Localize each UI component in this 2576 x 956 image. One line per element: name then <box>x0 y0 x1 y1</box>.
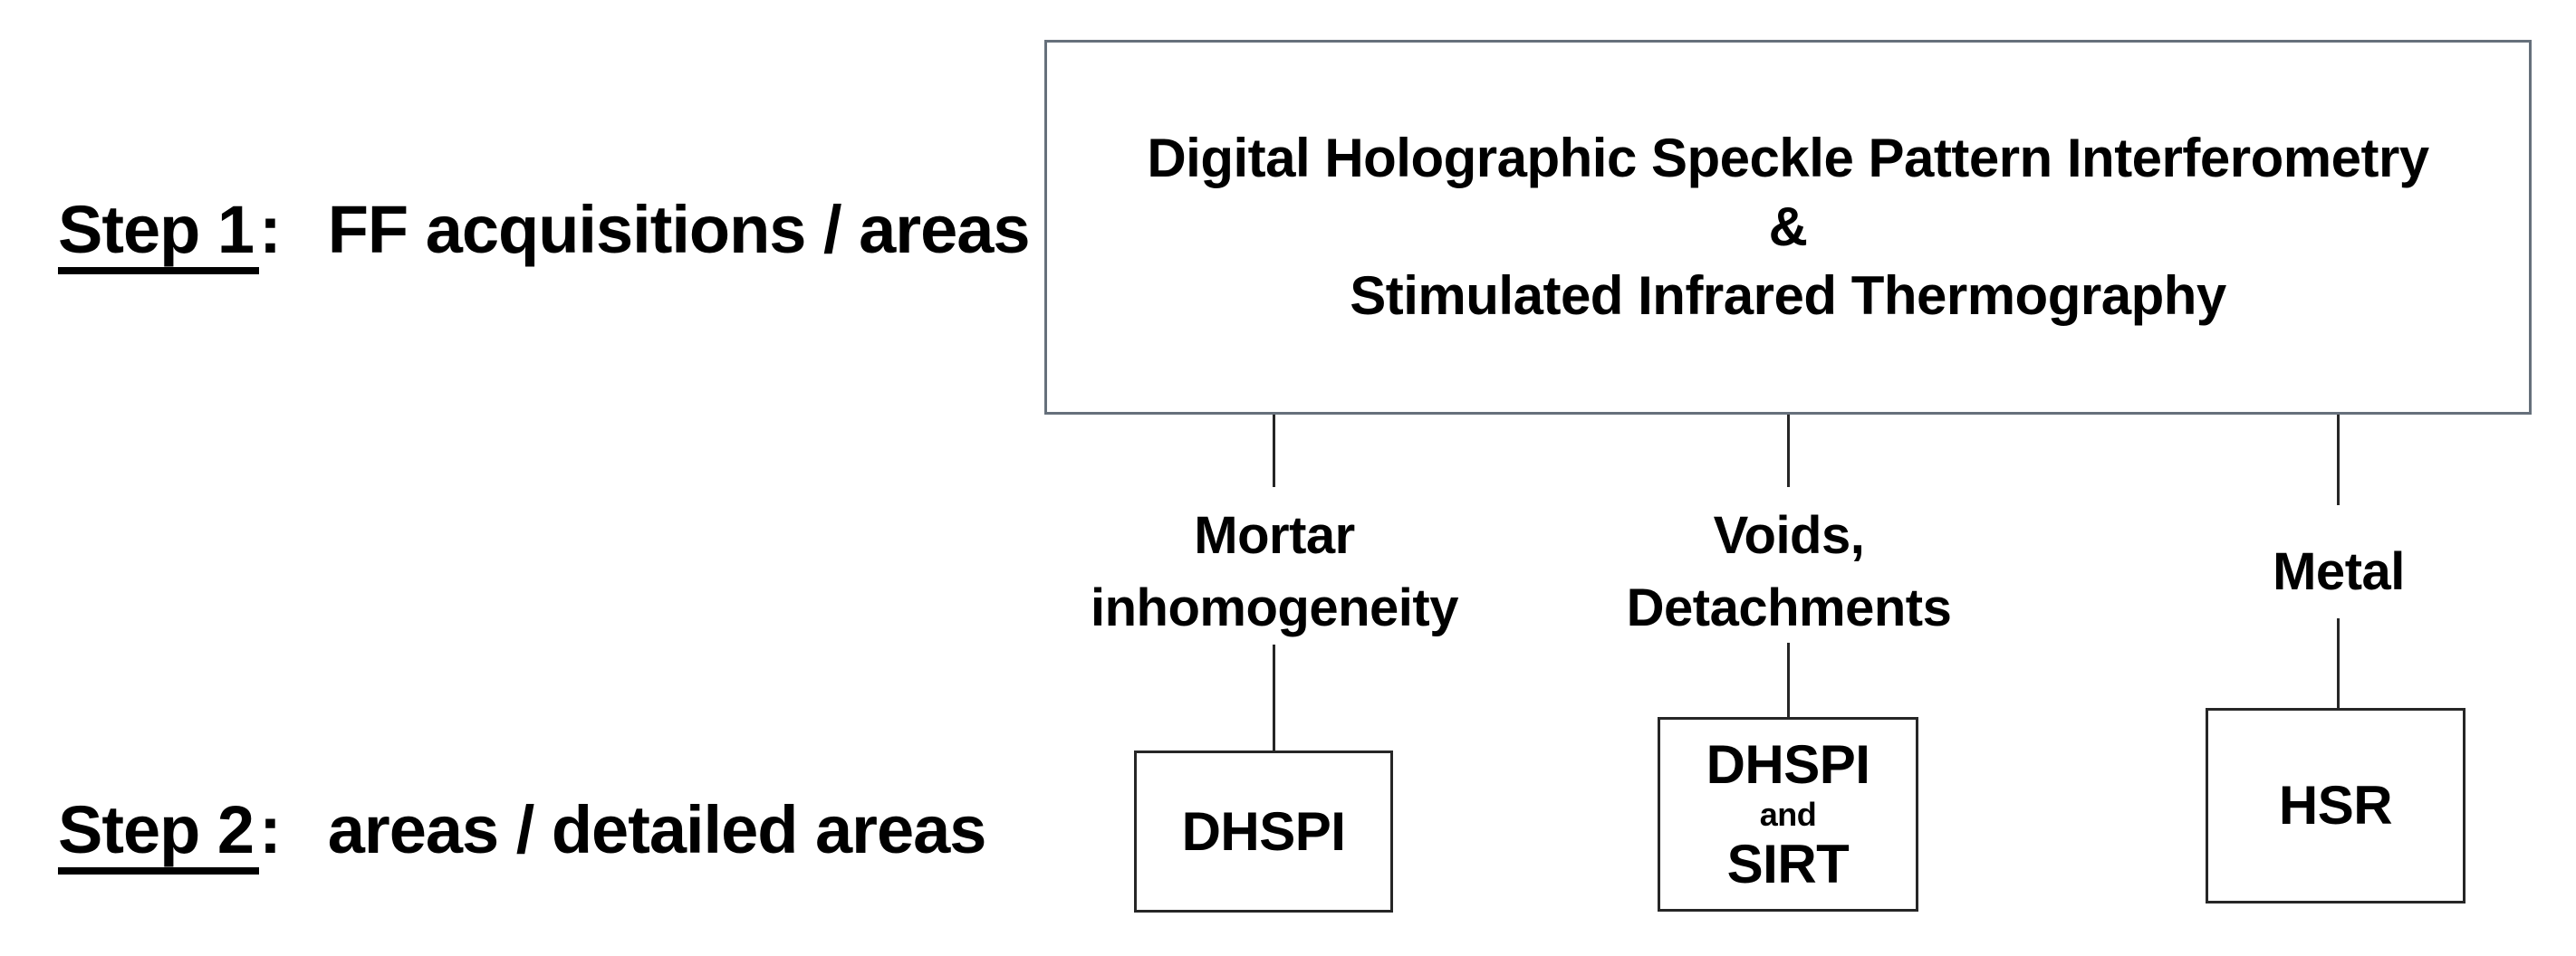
step2-keyword-underlined: Step 2 <box>58 794 260 875</box>
branch3-label-line1: Metal <box>2273 542 2405 601</box>
step2-colon: : <box>259 792 282 867</box>
node-dhspi-sirt-line3: SIRT <box>1726 833 1850 894</box>
step1-description: FF acquisitions / areas <box>327 192 1031 267</box>
main-box-title-line3: Stimulated Infrared Thermography <box>1350 265 2226 326</box>
connector-line-branch3-bottom <box>2337 618 2340 708</box>
node-box-dhspi: DHSPI <box>1134 750 1393 913</box>
branch1-label-line1: Mortar <box>1194 506 1355 565</box>
branch2-label-voids-detachments: Voids, Detachments <box>1627 500 1952 645</box>
connector-line-branch2-bottom <box>1787 643 1790 717</box>
main-box-title-line1: Digital Holographic Speckle Pattern Inte… <box>1147 128 2429 188</box>
connector-line-branch1-bottom <box>1273 645 1275 750</box>
step2-label: Step 2: areas / detailed areas <box>58 792 987 875</box>
node-box-hsr: HSR <box>2206 708 2465 903</box>
connector-line-branch2-top <box>1787 415 1790 487</box>
node-box-dhspi-and-sirt: DHSPI and SIRT <box>1658 717 1918 912</box>
connector-line-branch1-top <box>1273 415 1275 487</box>
branch1-label-line2: inhomogeneity <box>1091 578 1458 637</box>
node-dhspi-label: DHSPI <box>1181 800 1346 862</box>
node-hsr-label: HSR <box>2278 775 2393 836</box>
branch2-label-line1: Voids, <box>1713 506 1865 565</box>
step1-colon: : <box>259 192 282 267</box>
connector-line-branch3-top <box>2337 415 2340 505</box>
main-box-title-line2: & <box>1768 196 1808 257</box>
main-methods-box: Digital Holographic Speckle Pattern Inte… <box>1044 40 2532 415</box>
node-dhspi-sirt-line2-and: and <box>1759 795 1817 833</box>
step1-label: Step 1: FF acquisitions / areas <box>58 192 1031 274</box>
node-dhspi-sirt-line1: DHSPI <box>1706 733 1870 795</box>
branch2-label-line2: Detachments <box>1626 578 1952 637</box>
branch1-label-mortar-inhomogeneity: Mortar inhomogeneity <box>1091 500 1458 645</box>
step1-keyword-underlined: Step 1 <box>58 194 260 274</box>
step2-description: areas / detailed areas <box>327 792 987 867</box>
branch3-label-metal: Metal <box>2273 536 2405 608</box>
